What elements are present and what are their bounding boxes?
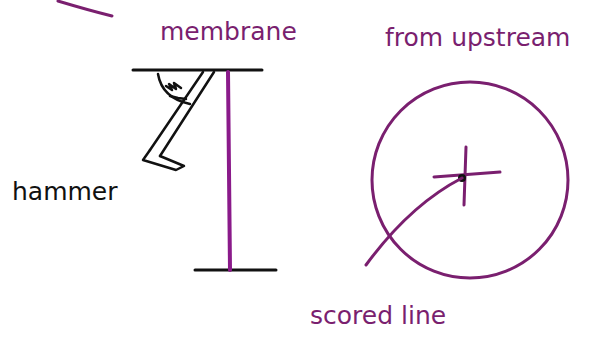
stray-stroke	[58, 1, 112, 16]
top-support	[133, 69, 262, 72]
handwritten-label: scored line	[310, 302, 446, 330]
leader-line	[366, 178, 462, 265]
membrane-line	[228, 72, 230, 270]
hammer-symbol	[143, 72, 214, 170]
cross-mark	[434, 172, 500, 177]
bottom-support	[195, 269, 276, 272]
handwritten-label: membrane	[160, 18, 297, 46]
handwritten-label: hammer	[12, 178, 118, 206]
handwritten-label: from upstream	[385, 24, 570, 52]
membrane-face	[372, 82, 568, 278]
